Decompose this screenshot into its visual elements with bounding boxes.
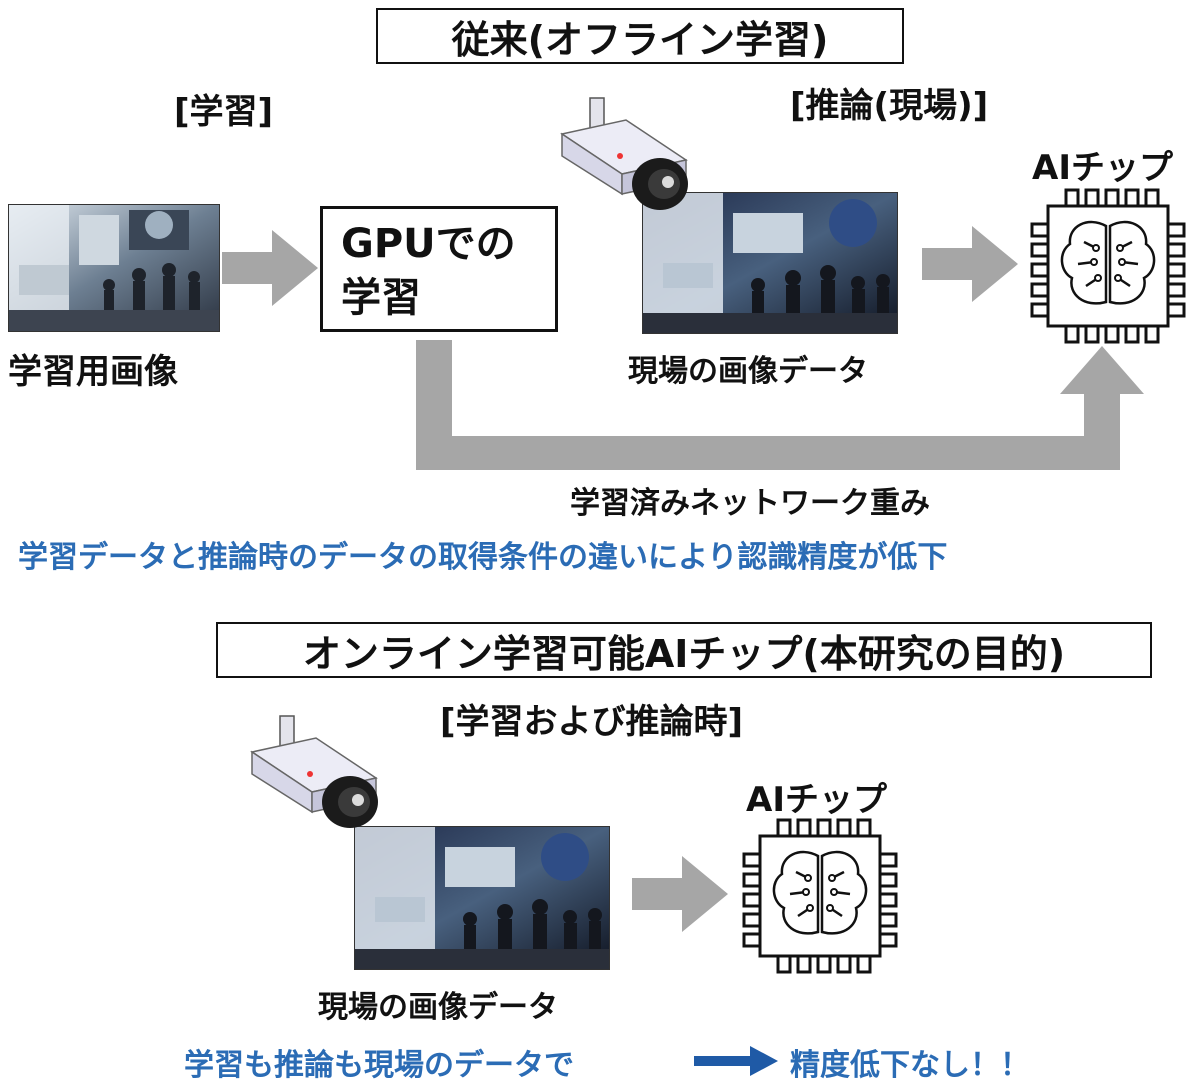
online-field-image-photo (354, 826, 610, 970)
conventional-title: 従来(オフライン学習) (376, 8, 904, 64)
weights-label: 学習済みネットワーク重み (570, 486, 930, 521)
conclusion-part2: 精度低下なし！！ (790, 1048, 1030, 1083)
training-images-label: 学習用画像 (8, 352, 178, 392)
arrow-right-icon (922, 226, 1018, 302)
arrow-right-icon (694, 1046, 778, 1076)
arrow-right-icon (222, 230, 318, 306)
online-phase-label: [学習および推論時] (440, 702, 744, 742)
ai-chip-label: AIチップ (1032, 148, 1173, 188)
online-field-image-label: 現場の画像データ (318, 990, 558, 1025)
inference-phase-label: [推論(現場)] (790, 86, 989, 126)
arrow-right-icon (632, 856, 728, 932)
gpu-box-line1: GPUでの (341, 221, 516, 267)
security-camera-icon (250, 715, 378, 828)
problem-note: 学習データと推論時のデータの取得条件の違いにより認識精度が低下 (18, 540, 948, 575)
ai-chip-brain-icon (742, 818, 898, 974)
training-image-photo (8, 204, 220, 332)
gpu-training-box: GPUでの 学習 (320, 206, 558, 332)
field-image-label: 現場の画像データ (628, 354, 868, 389)
security-camera-icon (560, 97, 688, 210)
weights-transfer-arrow (416, 340, 1144, 470)
training-phase-label: [学習] (174, 92, 274, 132)
online-ai-chip-label: AIチップ (746, 780, 887, 820)
online-title: オンライン学習可能AIチップ(本研究の目的) (216, 622, 1152, 678)
ai-chip-brain-icon (1030, 188, 1186, 344)
gpu-box-line2: 学習 (341, 275, 421, 321)
conclusion-part1: 学習も推論も現場のデータで (184, 1048, 574, 1083)
field-image-photo (642, 192, 898, 334)
